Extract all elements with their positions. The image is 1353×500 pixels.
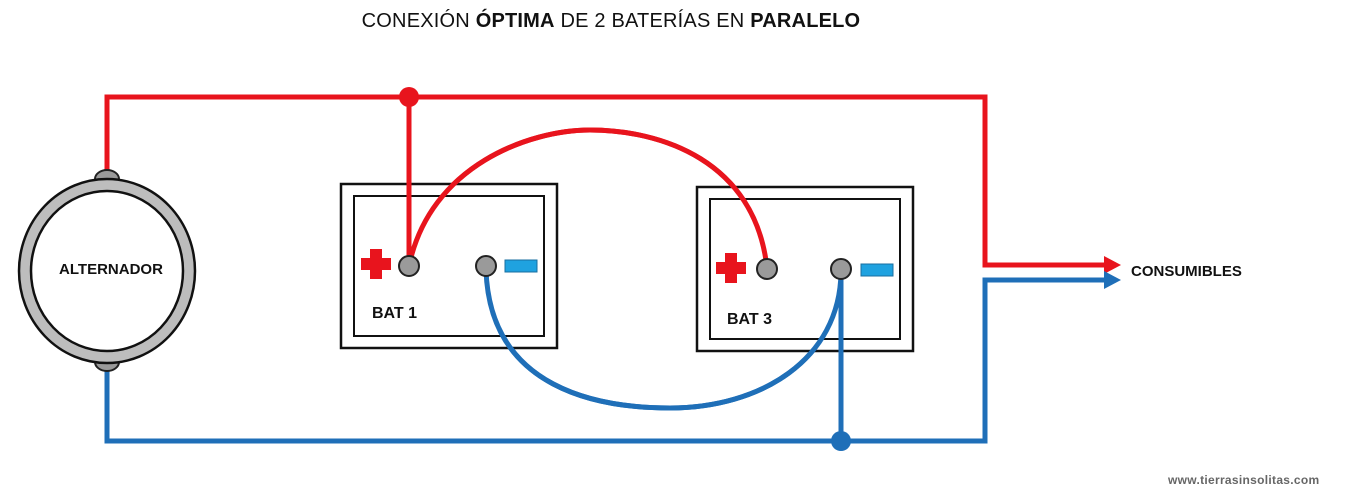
battery-1-minus-icon [504,259,538,273]
watermark: www.tierrasinsolitas.com [1168,473,1320,487]
negative-main-wire [104,277,1112,444]
battery-1-label: BAT 1 [372,305,418,322]
output-label: CONSUMIBLES [1131,263,1242,280]
battery-3-negative-terminal [830,258,852,280]
negative-jumper-wire-front [483,269,844,411]
battery-1-plus-icon [361,249,391,279]
battery-3-plus-icon [716,253,746,283]
positive-arrow-head [1104,256,1121,274]
alternator [17,169,197,372]
battery-3-positive-terminal [756,258,778,280]
positive-junction-dot [399,87,419,107]
negative-arrow-head [1104,271,1121,289]
negative-junction-dot [831,431,851,451]
alternator-label: ALTERNADOR [59,261,163,278]
battery-1-negative-terminal [475,255,497,277]
battery-1-positive-terminal [398,255,420,277]
page-title: CONEXIÓN ÓPTIMA DE 2 BATERÍAS EN PARALEL… [361,10,861,32]
battery-3-label: BAT 3 [727,311,773,328]
battery-3-minus-icon [860,263,894,277]
positive-jumper-wire-front [406,127,770,269]
positive-main-wire [104,94,1112,268]
